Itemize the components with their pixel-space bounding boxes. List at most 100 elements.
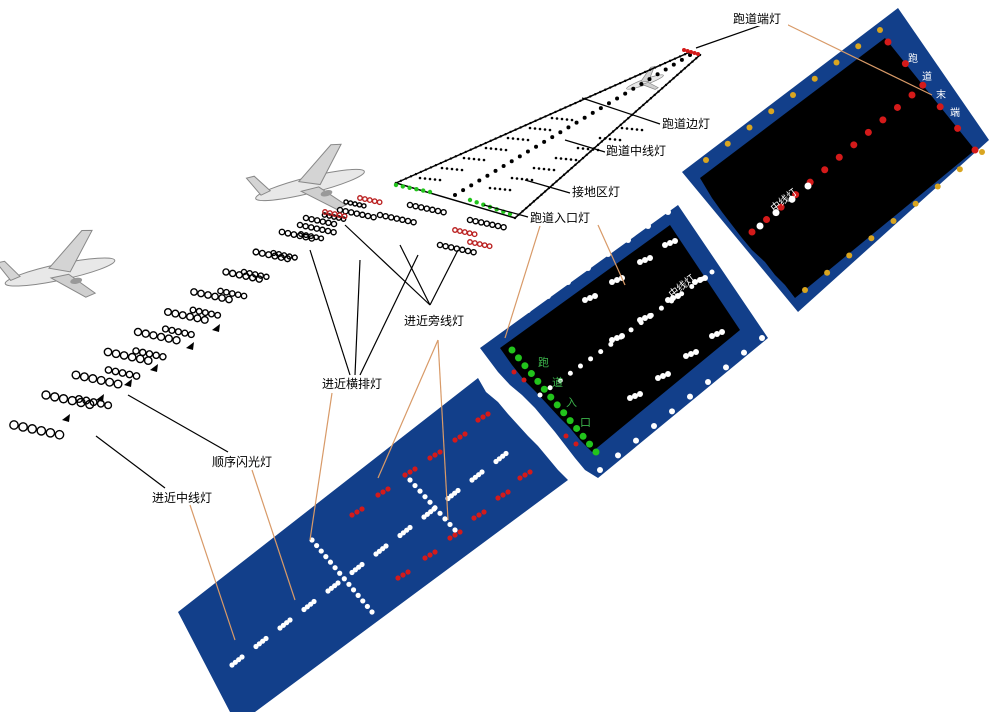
perspective-touchdown-lamp — [618, 138, 622, 142]
threshold-lamp — [540, 385, 548, 393]
barrette-lamp — [464, 247, 472, 255]
perspective-edge-lamp — [534, 119, 537, 123]
leader-lines — [95, 21, 933, 641]
far-end-char: 跑 — [908, 52, 918, 65]
perspective-touchdown-lamp — [460, 168, 464, 172]
barrette-lamp — [71, 370, 81, 380]
barrette-lamp — [399, 216, 406, 224]
threshold-char: 入 — [566, 396, 577, 409]
runway-centerline-lights-label: 跑道中线灯 — [606, 143, 666, 158]
edge-lamp — [615, 452, 621, 459]
perspective-touchdown-lamp — [613, 138, 617, 141]
approach-side-lamp — [462, 431, 468, 437]
barrette-lamp — [284, 229, 292, 237]
perspective-centerline-lamp — [590, 110, 595, 115]
perspective-edge-lamp — [581, 156, 585, 160]
barrette-lamp — [193, 314, 202, 323]
touchdown-lamp — [714, 331, 720, 337]
approach-side-lamp — [480, 414, 486, 420]
barrette-lamp — [172, 336, 181, 345]
threshold-lamp — [579, 432, 587, 440]
barrette-lamp — [330, 228, 337, 236]
barrette-lamp — [361, 196, 368, 202]
flasher-arrow-icon — [96, 394, 104, 402]
perspective-edge-lamp — [648, 68, 652, 71]
barrette-lamp — [330, 220, 338, 228]
barrette-lamp — [476, 241, 483, 248]
approach-side-lamp — [432, 549, 438, 555]
end-lamp — [901, 60, 909, 68]
perspective-centerline-lamp — [558, 130, 563, 135]
barrette-lamp — [174, 328, 183, 336]
perspective-edge-lamp — [434, 164, 438, 167]
approach-side-lamp — [495, 495, 501, 501]
perspective-centerline-lamp — [485, 173, 490, 178]
perspective-touchdown-lamp — [630, 127, 634, 131]
approach-side-lamp — [400, 572, 406, 578]
perspective-edge-lamp — [489, 139, 492, 143]
perspective-edge-lamp — [619, 123, 622, 127]
approach-side-lamp — [422, 555, 428, 561]
barrette-lamp — [181, 329, 189, 337]
crossbar-lamp — [417, 488, 423, 494]
barrette-lamp — [371, 198, 378, 205]
barrette-lamp — [340, 216, 347, 222]
barrette-lamp — [356, 202, 363, 208]
edge-lamp — [746, 124, 753, 131]
perspective-touchdown-lamp — [462, 156, 466, 160]
perspective-edge-lamp — [589, 95, 592, 98]
perspective-edge-lamp — [464, 150, 467, 154]
edge-lamp — [824, 269, 831, 276]
approach-side-row-lights-label: 进近旁线灯 — [404, 313, 464, 328]
barrette-lamp — [472, 217, 479, 225]
perspective-edge-lamp — [554, 110, 557, 114]
edge-lamp — [790, 92, 796, 98]
approach-side-lamp — [452, 437, 458, 443]
perspective-edge-lamp — [536, 196, 539, 200]
perspective-edge-lamp — [679, 70, 683, 73]
perspective-centerline-lamp — [639, 81, 644, 86]
approach-side-lamp — [427, 455, 433, 461]
perspective-touchdown-lamp — [521, 138, 525, 141]
barrette-lamp — [145, 350, 154, 358]
perspective-threshold-lamp — [400, 184, 405, 189]
crossbar-lamp — [442, 516, 448, 522]
perspective-centerline-lamp — [550, 135, 555, 140]
approach-side-lamp — [447, 535, 453, 541]
edge-lamp — [741, 349, 747, 356]
perspective-edge-lamp — [479, 144, 482, 147]
barrette-lamp — [366, 197, 373, 204]
barrette-lamp — [18, 422, 28, 432]
perspective-touchdown-lamp — [542, 167, 546, 171]
crossbar-lamp — [360, 598, 366, 604]
crossbar-lamp — [407, 477, 413, 483]
perspective-touchdown-lamp — [503, 188, 507, 191]
centerline-lamp — [598, 349, 604, 355]
barrette-lamp — [168, 326, 176, 335]
perspective-touchdown-lamp — [560, 117, 564, 121]
perspective-centerline-lamp — [655, 72, 660, 77]
perspective-edge-lamp — [521, 210, 524, 213]
perspective-edge-lamp — [585, 153, 588, 156]
perspective-edge-lamp — [419, 170, 423, 174]
perspective-touchdown-lamp — [550, 116, 554, 120]
barrette-lamp — [200, 315, 209, 324]
barrette-lamp — [207, 310, 215, 318]
flasher-arrow-icon — [186, 342, 194, 350]
edge-lamp — [669, 408, 675, 415]
perspective-touchdown-lamp — [565, 118, 569, 121]
threshold-lamp — [573, 424, 581, 432]
barrette-lamp — [103, 347, 113, 357]
perspective-centerline-lamp — [509, 159, 514, 164]
barrette-lamp — [324, 227, 332, 235]
perspective-touchdown-lamp — [499, 148, 503, 151]
centerline-red-lamp — [777, 203, 785, 211]
barrette-lamp — [291, 254, 298, 261]
perspective-edge-lamp — [672, 77, 675, 80]
barrette-lamp — [76, 397, 86, 408]
barrette-lamp — [277, 253, 285, 261]
perspective-touchdown-lamp — [440, 166, 444, 170]
perspective-touchdown-lamp — [608, 137, 612, 141]
approach-side-lamp — [412, 466, 418, 472]
crossbar-lamp — [327, 559, 334, 565]
